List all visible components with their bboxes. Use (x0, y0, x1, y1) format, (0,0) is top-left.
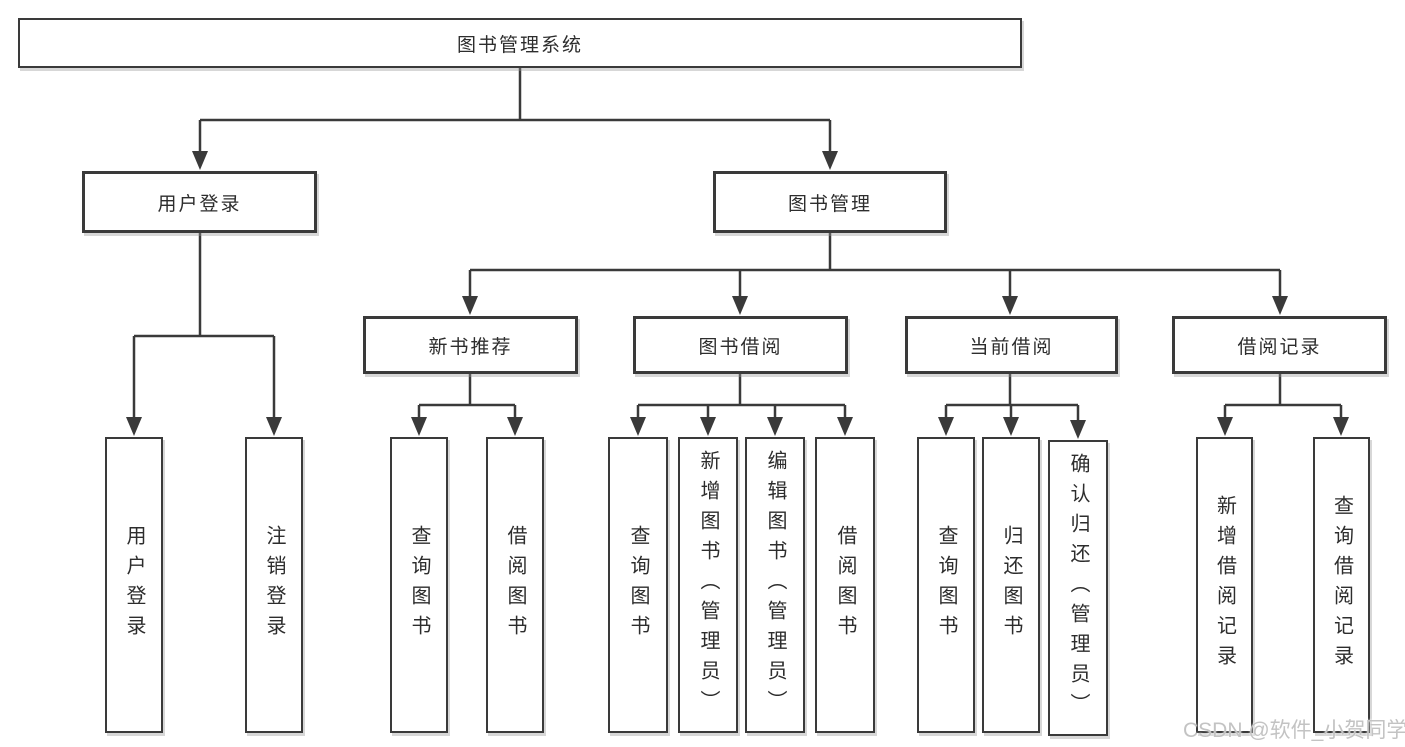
node-label: 借阅图书 (504, 525, 526, 645)
arrow-icon (126, 417, 142, 436)
leaf-query-books-current: 查询图书 (917, 437, 975, 733)
node-label: 归还图书 (1000, 525, 1022, 645)
node-label: 图书管理系统 (456, 34, 583, 56)
arrow-icon (411, 417, 427, 436)
node-label: 借阅记录 (1237, 336, 1322, 358)
node-user-login: 用户登录 (82, 171, 317, 233)
node-label: 借阅图书 (834, 525, 856, 645)
node-current-borrowing: 当前借阅 (905, 316, 1118, 374)
leaf-borrow-books-recommend: 借阅图书 (486, 437, 544, 733)
arrow-icon (1070, 420, 1086, 439)
node-label: 图书借阅 (698, 336, 783, 358)
node-book-management: 图书管理 (713, 171, 947, 233)
node-label: 查询图书 (627, 525, 649, 645)
node-borrowing-records: 借阅记录 (1172, 316, 1387, 374)
node-label: 编辑图书（管理员） (764, 450, 786, 720)
node-label: 确认归还（管理员） (1067, 453, 1089, 723)
watermark: CSDN @软件_小贺同学 (1183, 719, 1405, 742)
arrow-icon (192, 151, 208, 170)
arrow-icon (507, 417, 523, 436)
leaf-add-book-admin: 新增图书（管理员） (678, 437, 738, 733)
arrow-icon (462, 296, 478, 315)
arrow-icon (822, 151, 838, 170)
leaf-query-books-borrow: 查询图书 (608, 437, 668, 733)
arrow-icon (1217, 417, 1233, 436)
arrow-icon (767, 417, 783, 436)
arrow-icon (1333, 417, 1349, 436)
node-label: 用户登录 (157, 193, 242, 215)
arrow-icon (1002, 296, 1018, 315)
arrow-icon (630, 417, 646, 436)
leaf-edit-book-admin: 编辑图书（管理员） (745, 437, 805, 733)
leaf-user-login: 用户登录 (105, 437, 163, 733)
arrow-icon (266, 417, 282, 436)
leaf-logout: 注销登录 (245, 437, 303, 733)
node-label: 查询图书 (408, 525, 430, 645)
node-label: 新增图书（管理员） (697, 450, 719, 720)
leaf-borrow-books: 借阅图书 (815, 437, 875, 733)
arrowheads (126, 151, 1349, 439)
leaf-query-borrow-record: 查询借阅记录 (1313, 437, 1370, 733)
node-label: 注销登录 (263, 525, 285, 645)
node-label: 用户登录 (123, 525, 145, 645)
node-label: 图书管理 (787, 193, 872, 215)
leaf-add-borrow-record: 新增借阅记录 (1196, 437, 1253, 733)
arrow-icon (938, 417, 954, 436)
node-label: 查询借阅记录 (1330, 495, 1353, 675)
node-book-borrowing: 图书借阅 (633, 316, 848, 374)
arrow-icon (700, 417, 716, 436)
node-new-book-recommendation: 新书推荐 (363, 316, 578, 374)
arrow-icon (837, 417, 853, 436)
arrow-icon (1272, 296, 1288, 315)
arrow-icon (1003, 417, 1019, 436)
node-library-management-system: 图书管理系统 (18, 18, 1022, 68)
node-label: 查询图书 (935, 525, 957, 645)
node-label: 新增借阅记录 (1213, 495, 1236, 675)
node-label: 新书推荐 (428, 336, 513, 358)
leaf-return-book: 归还图书 (982, 437, 1040, 733)
arrow-icon (732, 296, 748, 315)
leaf-confirm-return-admin: 确认归还（管理员） (1048, 440, 1108, 736)
leaf-query-books-recommend: 查询图书 (390, 437, 448, 733)
node-label: 当前借阅 (969, 336, 1054, 358)
